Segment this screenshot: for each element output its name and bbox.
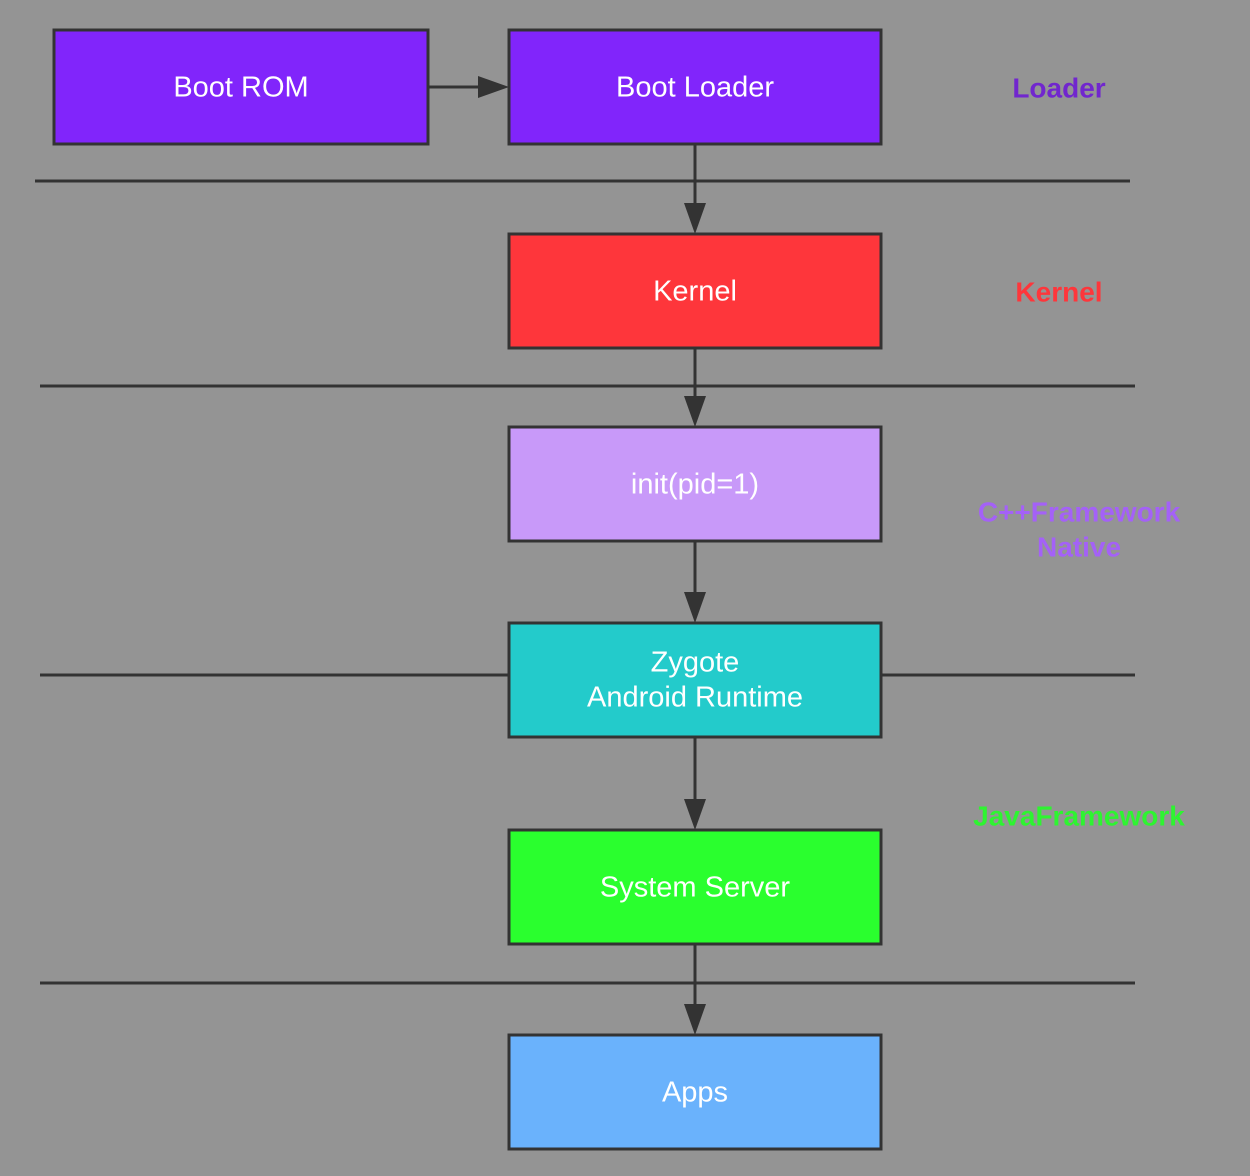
- layer-label-loader: Loader: [1012, 72, 1105, 103]
- arrow-system-server-to-apps: [684, 945, 706, 1035]
- box-zygote-label-line1: Zygote: [651, 647, 740, 679]
- box-boot-loader-label: Boot Loader: [616, 72, 774, 104]
- box-init-label: init(pid=1): [631, 469, 759, 501]
- box-zygote: Zygote Android Runtime: [507, 621, 883, 739]
- layer-label-kernel: Kernel: [1015, 276, 1102, 307]
- box-system-server-rect: [507, 828, 883, 946]
- box-init-rect: [507, 425, 883, 543]
- box-zygote-label-line2: Android Runtime: [587, 682, 803, 714]
- box-boot-loader: Boot Loader: [507, 28, 883, 146]
- box-init: init(pid=1): [507, 425, 883, 543]
- box-kernel-label: Kernel: [653, 276, 737, 308]
- box-kernel: Kernel: [507, 232, 883, 350]
- arrow-bootrom-to-bootloader: [428, 76, 509, 98]
- layer-label-java-framework: JavaFramework: [973, 800, 1185, 831]
- layer-label-cpp-framework: C++Framework: [978, 496, 1181, 527]
- box-zygote-rect: [507, 621, 883, 739]
- box-boot-rom-label: Boot ROM: [173, 72, 308, 104]
- box-apps-label: Apps: [662, 1077, 728, 1109]
- layer-label-native: Native: [1037, 531, 1121, 562]
- arrow-bootloader-to-kernel: [684, 145, 706, 234]
- arrow-init-to-zygote: [684, 542, 706, 623]
- box-apps-rect: [507, 1033, 883, 1151]
- box-boot-loader-rect: [507, 28, 883, 146]
- arrow-zygote-to-system-server: [684, 738, 706, 830]
- box-apps: Apps: [507, 1033, 883, 1151]
- box-boot-rom-rect: [52, 28, 430, 146]
- box-boot-rom: Boot ROM: [52, 28, 430, 146]
- arrow-kernel-to-init: [684, 349, 706, 427]
- box-system-server-label: System Server: [600, 872, 790, 904]
- box-kernel-rect: [507, 232, 883, 350]
- box-system-server: System Server: [507, 828, 883, 946]
